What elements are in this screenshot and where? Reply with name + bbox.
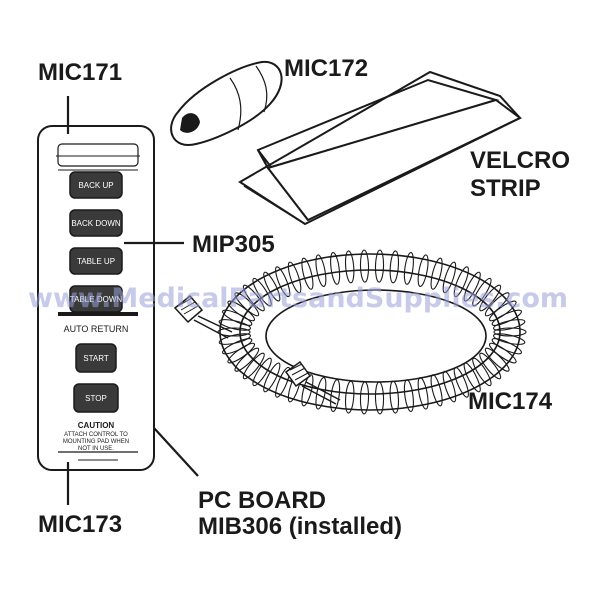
cord-coil <box>389 250 400 284</box>
cord-coil <box>234 347 260 372</box>
cord-coil <box>488 342 517 364</box>
cord-coil <box>472 357 492 387</box>
cord-coil <box>463 271 481 302</box>
cord-plug-left <box>173 294 233 339</box>
cord-coil <box>359 381 370 415</box>
svg-text:STOP: STOP <box>85 394 107 403</box>
stop-button[interactable]: STOP <box>73 383 119 413</box>
coiled-cord <box>219 253 521 411</box>
leader-lines <box>66 96 199 505</box>
cord-coil <box>218 333 251 345</box>
cord-coil <box>453 366 469 398</box>
label-velcro-line2: STRIP <box>470 175 541 202</box>
cord-coil <box>442 261 457 294</box>
cord-coil <box>275 266 291 298</box>
cord-coil <box>359 249 370 283</box>
label-mic171: MIC171 <box>38 59 122 86</box>
cord-coil <box>227 300 256 322</box>
cord-coil <box>374 249 385 283</box>
cord-coils <box>217 249 527 415</box>
cord-coil <box>463 362 481 393</box>
svg-text:START: START <box>83 354 109 363</box>
tube-part <box>170 60 283 147</box>
label-velcro-line1: VELCRO <box>470 147 570 174</box>
velcro-strip <box>238 70 522 226</box>
cord-coil <box>344 250 355 284</box>
cord-coil <box>417 254 429 287</box>
cord-coil <box>287 261 302 294</box>
label-pc-board-line1: PC BOARD <box>198 487 326 514</box>
cord-coil <box>234 292 260 317</box>
cord-coil <box>403 251 414 285</box>
cord-coil <box>493 319 526 331</box>
label-mic174: MIC174 <box>468 388 553 415</box>
cord-coil <box>301 257 314 290</box>
cord-coil <box>479 352 502 380</box>
cord-coil <box>242 352 265 380</box>
cord-coil <box>484 347 510 372</box>
cord-coil <box>403 379 414 413</box>
svg-text:BACK DOWN: BACK DOWN <box>71 219 121 228</box>
cord-coil <box>389 380 400 414</box>
cord-plug-right <box>284 360 341 405</box>
cord-coil <box>315 254 327 287</box>
cord-coil <box>344 380 355 414</box>
cord-coil <box>275 366 291 398</box>
cord-coil <box>263 271 281 302</box>
cord-coil <box>252 357 272 387</box>
cord-coil <box>472 277 492 307</box>
table-up-button[interactable]: TABLE UP <box>69 247 123 275</box>
cord-coil <box>484 292 510 317</box>
watermark-text: www.MedicalPartsandSupplies.com <box>28 283 568 314</box>
cord-coil <box>374 381 385 415</box>
table-down-button[interactable]: TABLE DOWN <box>69 285 123 313</box>
cord-coil <box>417 377 429 410</box>
start-button[interactable]: START <box>75 343 117 373</box>
cord-coil <box>330 251 341 285</box>
back-up-button[interactable]: BACK UP <box>69 171 123 199</box>
auto-return-title: AUTO RETURN <box>64 324 129 334</box>
cord-coil <box>493 327 527 337</box>
caution-line-1: ATTACH CONTROL TO <box>64 432 128 438</box>
cord-coil <box>453 266 469 298</box>
cord-coil <box>315 377 327 410</box>
label-mic172: MIC172 <box>284 55 368 82</box>
cord-coil <box>430 374 443 407</box>
caution-title: CAUTION <box>78 421 115 430</box>
caution-line-3: NOT IN USE. <box>78 446 114 452</box>
svg-text:TABLE UP: TABLE UP <box>77 257 115 266</box>
cord-coil <box>252 277 272 307</box>
cord-coil <box>430 257 443 290</box>
cord-coil <box>442 370 457 403</box>
svg-text:TABLE DOWN: TABLE DOWN <box>70 295 123 304</box>
remote-buttons: BACK UP BACK DOWN TABLE UP TABLE DOWN AU… <box>63 171 129 452</box>
svg-text:BACK UP: BACK UP <box>78 181 113 190</box>
cord-coil <box>242 284 265 312</box>
cord-coil <box>263 362 281 393</box>
label-mip305: MIP305 <box>192 231 275 258</box>
label-pc-board-line2: MIB306 (installed) <box>198 513 402 540</box>
back-down-button[interactable]: BACK DOWN <box>69 209 123 237</box>
caution-line-2: MOUNTING PAD WHEN <box>63 439 129 445</box>
cord-coil <box>479 284 502 312</box>
label-mic173: MIC173 <box>38 511 122 538</box>
